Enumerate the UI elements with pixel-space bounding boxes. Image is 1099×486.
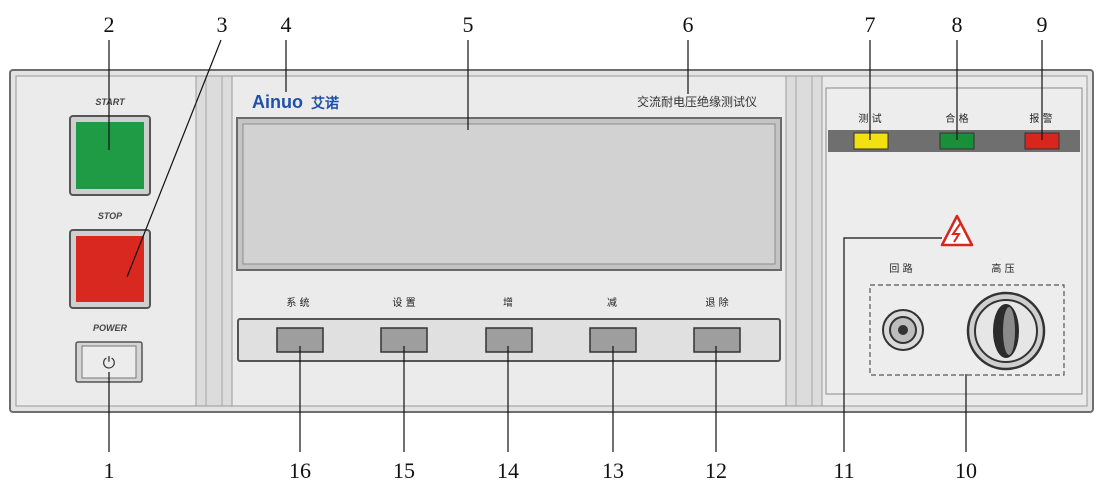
divider-left: [195, 75, 233, 407]
callout-8: 8: [952, 12, 963, 37]
callout-1: 1: [104, 458, 115, 483]
callout-15: 15: [393, 458, 415, 483]
callout-2: 2: [104, 12, 115, 37]
hv-warning-icon: [940, 214, 974, 247]
power-icon: ⏻: [103, 353, 116, 372]
callout-5: 5: [463, 12, 474, 37]
terminal-area: [869, 284, 1065, 376]
brand-logo: Ainuo: [252, 92, 303, 112]
key-label-decrease: 减: [607, 297, 617, 309]
stop-label: STOP: [98, 211, 123, 221]
callout-16: 16: [289, 458, 311, 483]
callout-13: 13: [602, 458, 624, 483]
indicator-test-light: [853, 132, 889, 150]
start-button[interactable]: [76, 122, 144, 189]
key-exit[interactable]: [693, 327, 741, 353]
leader-lines: [108, 39, 1043, 452]
callout-4: 4: [281, 12, 292, 37]
callout-7: 7: [865, 12, 876, 37]
key-label-setup: 设 置: [392, 297, 415, 309]
hv-terminal[interactable]: [966, 291, 1046, 371]
callout-14: 14: [497, 458, 519, 483]
device-title: 交流耐电压绝缘测试仪: [637, 94, 757, 109]
callout-11: 11: [833, 458, 854, 483]
return-terminal[interactable]: [882, 309, 924, 351]
callout-3: 3: [217, 12, 228, 37]
terminal-label-hv: 高 压: [991, 262, 1014, 275]
power-label: POWER: [93, 323, 128, 333]
divider-right: [785, 75, 823, 407]
key-label-system: 系 统: [286, 296, 309, 309]
callout-9: 9: [1037, 12, 1048, 37]
callout-10: 10: [955, 458, 977, 483]
start-label: START: [95, 97, 126, 107]
terminal-label-return: 回 路: [889, 262, 912, 275]
stop-button[interactable]: [76, 236, 144, 302]
callout-12: 12: [705, 458, 727, 483]
key-increase[interactable]: [485, 327, 533, 353]
callout-6: 6: [683, 12, 694, 37]
indicator-label-alarm: 报 警: [1029, 112, 1052, 125]
brand-logo-cn: 艾诺: [311, 95, 339, 112]
lcd-display: [242, 123, 776, 265]
key-label-exit: 退 除: [705, 296, 728, 309]
key-label-increase: 增: [503, 296, 513, 309]
